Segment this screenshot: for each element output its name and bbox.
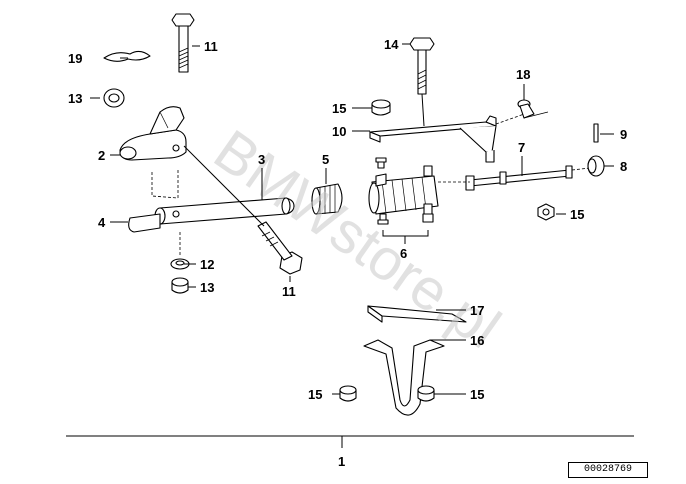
washer-part [170, 258, 190, 270]
bolt-part-14 [409, 37, 435, 95]
nut-part-top [371, 99, 391, 116]
bracket-plate-part [367, 305, 467, 323]
screw-part-top [375, 157, 387, 169]
coupling-head-part [119, 106, 187, 161]
mounting-bracket-part [369, 115, 497, 163]
callout-13-bottom: 13 [200, 280, 214, 295]
bolt-part-top [171, 13, 195, 73]
nut-part-bottom-left [339, 385, 357, 402]
callout-5: 5 [322, 152, 329, 167]
callout-14: 14 [384, 37, 399, 52]
diagram-id-label: 00028769 [568, 462, 648, 478]
callout-1: 1 [338, 454, 345, 469]
callout-11-bottom: 11 [282, 284, 296, 299]
mounting-axis-line [183, 145, 265, 227]
callout-18: 18 [516, 67, 530, 82]
drawbar-end-part [128, 213, 161, 233]
nut-part-bottom-right [417, 385, 435, 402]
callout-10: 10 [332, 124, 346, 139]
callout-2: 2 [98, 148, 105, 163]
callout-19: 19 [68, 51, 82, 66]
callout-7: 7 [518, 140, 525, 155]
callout-15-bottom-left: 15 [308, 387, 322, 402]
watermark-text: BMWstore.pl [203, 117, 512, 361]
callout-15-bottom-right: 15 [470, 387, 484, 402]
end-cap-part [587, 155, 605, 177]
bellows-part [311, 183, 343, 215]
spring-clip-part [103, 50, 151, 62]
retaining-pin-part [593, 123, 599, 143]
lock-nut-part-top [103, 88, 125, 108]
callout-6: 6 [400, 246, 407, 261]
alignment-guide-left [151, 170, 179, 199]
nut-part-right [537, 203, 555, 221]
callout-13-top: 13 [68, 91, 82, 106]
callout-8: 8 [620, 159, 627, 174]
callout-3: 3 [258, 152, 265, 167]
callout-4: 4 [98, 215, 106, 230]
callout-16: 16 [470, 333, 484, 348]
damper-block-part [368, 165, 439, 215]
callout-9: 9 [620, 127, 627, 142]
bolt-part-bottom [257, 221, 303, 275]
callout-15-right: 15 [570, 207, 584, 222]
u-strap-part [363, 339, 445, 416]
bolt-part-18 [517, 99, 549, 119]
screw-part-bottom-left [377, 213, 389, 225]
callout-15-top: 15 [332, 101, 346, 116]
spacer-part-bottom-right [422, 203, 434, 223]
callout-17: 17 [470, 303, 484, 318]
long-pin-part [465, 165, 573, 191]
lock-nut-part-bottom [171, 277, 189, 294]
callout-12: 12 [200, 257, 214, 272]
callout-11-top: 11 [204, 39, 218, 54]
